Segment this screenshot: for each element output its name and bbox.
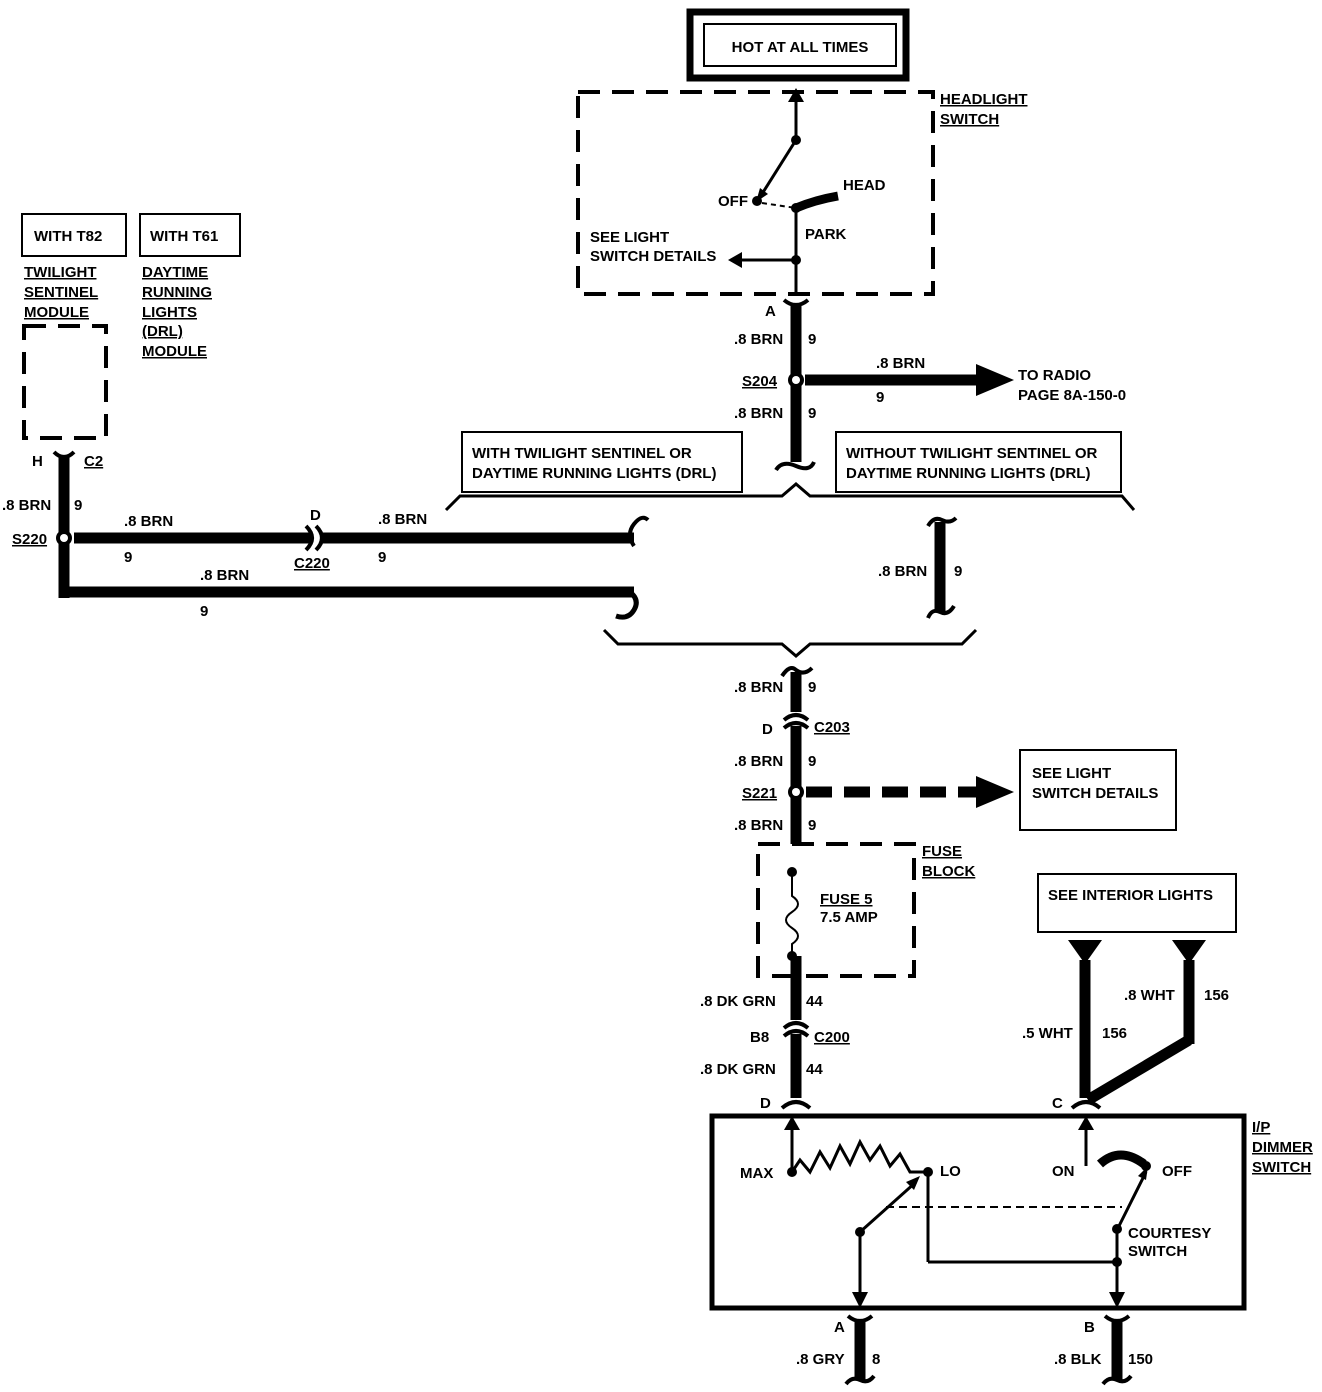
courtesy-switch-label: COURTESY bbox=[1128, 1225, 1211, 1242]
circuit-label: 9 bbox=[954, 563, 962, 580]
s221-label: S221 bbox=[742, 785, 777, 802]
wire-label: .8 BRN bbox=[124, 513, 173, 530]
drl-module-title-2: RUNNING bbox=[142, 284, 212, 301]
connector-d: D bbox=[310, 507, 321, 524]
with-t61-label: WITH T61 bbox=[150, 228, 218, 245]
circuit-label: 9 bbox=[74, 497, 82, 514]
wire-label: .8 GRY bbox=[796, 1351, 845, 1368]
wire-label: .8 BRN bbox=[2, 497, 51, 514]
circuit-label: 9 bbox=[200, 603, 208, 620]
drl-module-title-3: LIGHTS bbox=[142, 304, 197, 321]
to-radio-label: TO RADIO bbox=[1018, 367, 1091, 384]
with-t82-label: WITH T82 bbox=[34, 228, 102, 245]
connector-d: D bbox=[762, 721, 773, 738]
see-light-switch-details-top-2: SWITCH DETAILS bbox=[590, 248, 716, 265]
connector-c: C bbox=[1052, 1095, 1063, 1112]
wire-label: .5 WHT bbox=[1022, 1025, 1073, 1042]
connector-c2: C2 bbox=[84, 453, 103, 470]
wire-label: .8 BRN bbox=[200, 567, 249, 584]
wire-label: .8 BLK bbox=[1054, 1351, 1102, 1368]
wire-label: .8 BRN bbox=[878, 563, 927, 580]
off-label-2: OFF bbox=[1162, 1163, 1192, 1180]
fuse-block-title: FUSE bbox=[922, 843, 962, 860]
to-radio-page: PAGE 8A-150-0 bbox=[1018, 387, 1126, 404]
ip-dimmer-switch-box bbox=[709, 1113, 1247, 1311]
on-label: ON bbox=[1052, 1163, 1075, 1180]
with-ts-label-2: DAYTIME RUNNING LIGHTS (DRL) bbox=[472, 465, 716, 482]
hot-at-all-times-box bbox=[686, 8, 910, 82]
c203-label: C203 bbox=[814, 719, 850, 736]
wire-label: .8 BRN bbox=[734, 679, 783, 696]
see-light-switch-details-bottom-2: SWITCH DETAILS bbox=[1032, 785, 1158, 802]
connector-d-dimmer: D bbox=[760, 1095, 771, 1112]
off-label: OFF bbox=[718, 193, 748, 210]
drl-module-title-5: MODULE bbox=[142, 343, 207, 360]
see-interior-lights: SEE INTERIOR LIGHTS bbox=[1048, 887, 1213, 904]
circuit-label: 44 bbox=[806, 1061, 823, 1078]
connector-a-top: A bbox=[765, 303, 776, 320]
circuit-label: 44 bbox=[806, 993, 823, 1010]
lo-label: LO bbox=[940, 1163, 961, 1180]
drl-module-title: DAYTIME bbox=[142, 264, 208, 281]
circuit-label: 156 bbox=[1204, 987, 1229, 1004]
ip-dimmer-title: I/P bbox=[1252, 1119, 1270, 1136]
circuit-label: 9 bbox=[808, 405, 816, 422]
circuit-label: 150 bbox=[1128, 1351, 1153, 1368]
connector-h: H bbox=[32, 453, 43, 470]
without-ts-label: WITHOUT TWILIGHT SENTINEL OR bbox=[846, 445, 1098, 462]
circuit-label: 156 bbox=[1102, 1025, 1127, 1042]
circuit-label: 9 bbox=[808, 817, 816, 834]
without-ts-label-2: DAYTIME RUNNING LIGHTS (DRL) bbox=[846, 465, 1090, 482]
with-ts-label: WITH TWILIGHT SENTINEL OR bbox=[472, 445, 692, 462]
circuit-label: 9 bbox=[808, 679, 816, 696]
drl-module-title-4: (DRL) bbox=[142, 323, 183, 340]
circuit-label: 9 bbox=[808, 753, 816, 770]
wire-label: .8 WHT bbox=[1124, 987, 1175, 1004]
connector-b: B bbox=[1084, 1319, 1095, 1336]
fuse-name: FUSE 5 bbox=[820, 891, 873, 908]
s204-label: S204 bbox=[742, 373, 778, 390]
hot-at-all-times-label: HOT AT ALL TIMES bbox=[732, 39, 869, 56]
wire-label: .8 DK GRN bbox=[700, 993, 776, 1010]
headlight-switch-box bbox=[576, 90, 935, 296]
ip-dimmer-title-3: SWITCH bbox=[1252, 1159, 1311, 1176]
see-light-switch-details-top: SEE LIGHT bbox=[590, 229, 669, 246]
circuit-label: 9 bbox=[378, 549, 386, 566]
circuit-label: 9 bbox=[876, 389, 884, 406]
s220-label: S220 bbox=[12, 531, 47, 548]
twilight-sentinel-title: TWILIGHT bbox=[24, 264, 96, 281]
fuse-block-title-2: BLOCK bbox=[922, 863, 975, 880]
fuse-block-box bbox=[756, 842, 916, 978]
twilight-module-box bbox=[22, 324, 108, 440]
connector-a-bottom: A bbox=[834, 1319, 845, 1336]
c220-label: C220 bbox=[294, 555, 330, 572]
wire-label: .8 BRN bbox=[734, 331, 783, 348]
see-light-switch-details-bottom: SEE LIGHT bbox=[1032, 765, 1111, 782]
wire-label: .8 BRN bbox=[378, 511, 427, 528]
headlight-switch-title-2: SWITCH bbox=[940, 111, 999, 128]
ip-dimmer-title-2: DIMMER bbox=[1252, 1139, 1313, 1156]
wire-label: .8 BRN bbox=[734, 817, 783, 834]
c200-label: C200 bbox=[814, 1029, 850, 1046]
twilight-sentinel-title-3: MODULE bbox=[24, 304, 89, 321]
connector-b8: B8 bbox=[750, 1029, 769, 1046]
twilight-sentinel-title-2: SENTINEL bbox=[24, 284, 98, 301]
circuit-label: 8 bbox=[872, 1351, 880, 1368]
park-label: PARK bbox=[805, 226, 847, 243]
circuit-label: 9 bbox=[808, 331, 816, 348]
wire-label: .8 BRN bbox=[876, 355, 925, 372]
wire-label: .8 DK GRN bbox=[700, 1061, 776, 1078]
max-label: MAX bbox=[740, 1165, 773, 1182]
head-label: HEAD bbox=[843, 177, 886, 194]
wire-label: .8 BRN bbox=[734, 405, 783, 422]
wire-label: .8 BRN bbox=[734, 753, 783, 770]
courtesy-switch-label-2: SWITCH bbox=[1128, 1243, 1187, 1260]
circuit-label: 9 bbox=[124, 549, 132, 566]
fuse-rating: 7.5 AMP bbox=[820, 909, 878, 926]
headlight-switch-title: HEADLIGHT bbox=[940, 91, 1028, 108]
